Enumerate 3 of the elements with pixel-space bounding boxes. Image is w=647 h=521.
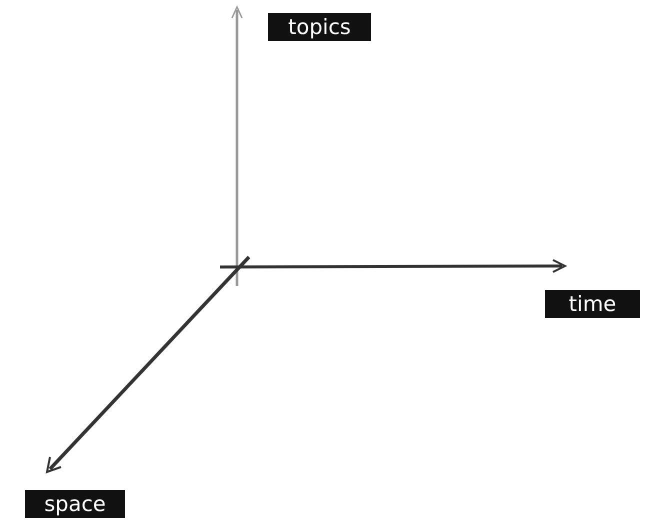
axis-label: time (545, 290, 640, 318)
axis-label: topics (268, 13, 371, 41)
axis-label: space (25, 490, 125, 518)
